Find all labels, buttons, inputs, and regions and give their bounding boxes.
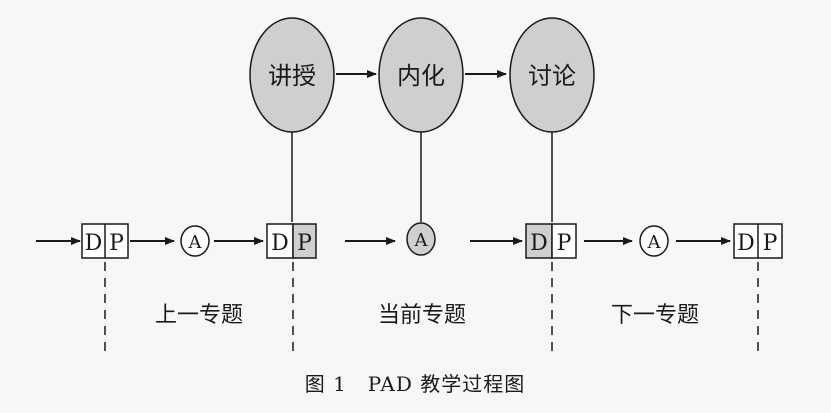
a-node-label: A <box>414 230 429 251</box>
topic-label-current: 当前专题 <box>378 303 466 328</box>
dp-box-right-letter: P <box>557 231 572 256</box>
topic-label-next: 下一专题 <box>611 303 699 328</box>
dp-box-right-letter: P <box>763 231 778 256</box>
dp-box-left-letter: D <box>271 231 289 256</box>
stage-label: 讨论 <box>528 62 576 90</box>
dp-box-4: D P <box>733 223 783 259</box>
a-node-label: A <box>647 232 662 253</box>
stage-label: 讲授 <box>268 62 316 90</box>
dp-box-3: D P <box>525 223 577 259</box>
dp-box-right-letter: P <box>109 231 124 256</box>
dp-box-left-letter: D <box>737 231 755 256</box>
stage-node-lecture: 讲授 <box>249 17 335 133</box>
topic-label-previous: 上一专题 <box>155 303 243 328</box>
stage-label: 内化 <box>397 62 445 90</box>
a-node-1: A <box>180 225 210 257</box>
figure-caption: 图 1 PAD 教学过程图 <box>305 372 526 396</box>
a-node-3: A <box>639 225 669 257</box>
a-node-label: A <box>188 232 203 253</box>
dp-box-1: D P <box>81 223 129 259</box>
stage-node-internalize: 内化 <box>378 17 464 133</box>
dp-box-left-letter: D <box>530 231 548 256</box>
a-node-2: A <box>406 222 436 256</box>
dp-box-2: D P <box>266 223 317 259</box>
dp-box-left-letter: D <box>85 231 103 256</box>
stage-node-discussion: 讨论 <box>509 17 595 133</box>
dp-box-right-letter: P <box>297 231 312 256</box>
